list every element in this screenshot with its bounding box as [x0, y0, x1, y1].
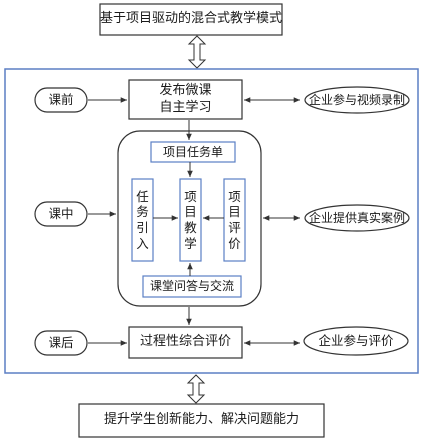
- project-eval-chars: 项目评价: [228, 188, 241, 251]
- project-teaching-box: [179, 178, 202, 262]
- task-intro-text: 任务引入: [132, 179, 153, 261]
- mid-group: [117, 130, 262, 307]
- outcome-box: [78, 403, 325, 438]
- post-enterprise-text: 企业参与评价: [318, 333, 394, 349]
- main-frame: [4, 68, 419, 374]
- mid-enterprise-ellipse: [304, 204, 410, 232]
- mid-class-label: 课中: [48, 206, 74, 222]
- title-text: 基于项目驱动的混合式教学模式: [100, 11, 283, 27]
- mid-enterprise-text: 企业提供真实案例: [308, 210, 405, 225]
- title-box: [99, 3, 283, 36]
- post-center-text: 过程性综合评价: [139, 334, 231, 350]
- pre-center-line2: 自主学习: [159, 99, 212, 115]
- task-intro-chars: 任务引入: [136, 188, 149, 251]
- project-teaching-chars: 项目教学: [184, 188, 197, 251]
- task-list-text: 项目任务单: [162, 144, 223, 159]
- pre-enterprise-ellipse: [304, 86, 410, 114]
- hollow-double-arrow-top: [187, 35, 207, 69]
- post-center-box: [128, 326, 243, 359]
- project-eval-text: 项目评价: [224, 179, 245, 261]
- pre-class-label: 课前: [48, 92, 74, 108]
- task-list-box: [150, 141, 236, 163]
- hollow-double-arrow-bottom: [186, 374, 206, 404]
- project-eval-box: [223, 178, 246, 262]
- pre-center-text: 发布微课 自主学习: [129, 80, 242, 119]
- post-class-pill: [34, 330, 88, 356]
- mid-class-pill: [34, 201, 88, 227]
- pre-enterprise-text: 企业参与视频录制: [308, 92, 405, 107]
- qa-text: 课堂问答与交流: [149, 279, 234, 293]
- project-teaching-text: 项目教学: [180, 179, 201, 261]
- task-intro-box: [131, 178, 154, 262]
- qa-box: [142, 275, 242, 298]
- post-enterprise-ellipse: [303, 326, 409, 356]
- post-class-label: 课后: [48, 335, 74, 351]
- pre-center-box: [128, 79, 243, 120]
- pre-class-pill: [34, 87, 88, 113]
- pre-center-line1: 发布微课: [159, 83, 212, 99]
- outcome-text: 提升学生创新能力、解决问题能力: [103, 412, 299, 428]
